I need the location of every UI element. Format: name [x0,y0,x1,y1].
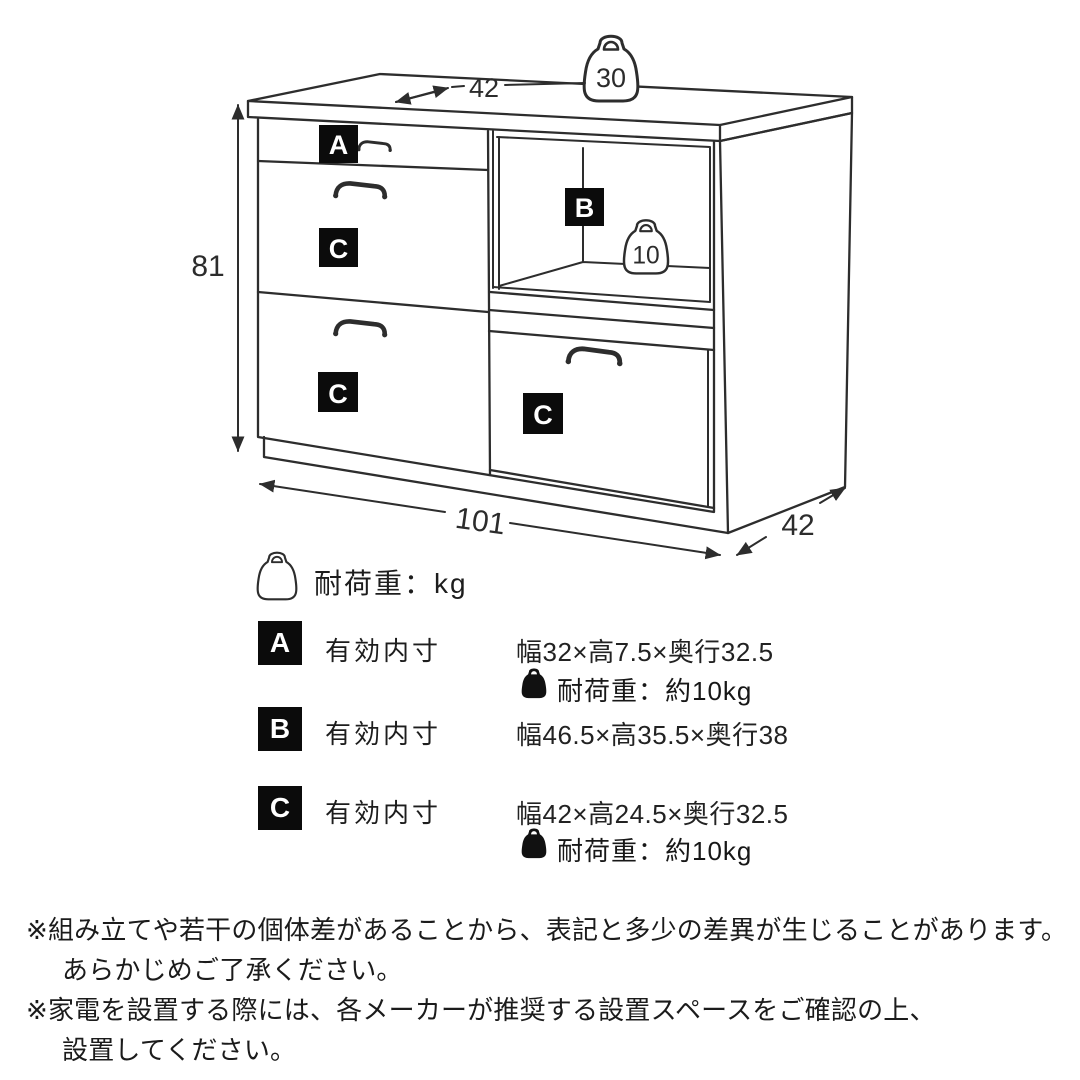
legend-size-b: 幅46.5×高35.5×奥行38 [516,720,789,750]
legend-size-c: 幅42×高24.5×奥行32.5 [516,799,789,829]
legend-load-c: 耐荷重：約10kg [557,836,753,866]
load-unit-icon [256,551,298,601]
side-depth-dimension: 42 [736,487,846,556]
badge-b-letter: B [575,193,595,223]
legend-load-a-icon [521,668,547,699]
side-depth-value: 42 [781,509,814,542]
legend-load-c-icon [521,828,547,859]
niche-compartment [487,130,716,510]
height-dimension: 81 [191,104,245,452]
legend-label-b: 有効内寸 [325,719,442,749]
width-value: 101 [453,502,507,542]
height-value: 81 [191,250,224,283]
load-unit-note: 耐荷重：kg [314,568,468,599]
legend-label-c: 有効内寸 [325,798,442,828]
badge-c3: C [523,393,563,434]
footnote-line-1: ※組み立てや若干の個体差があることから、表記と多少の差異が生じることがあります。 [26,915,1068,945]
badge-c3-letter: C [533,400,553,430]
badge-b: B [565,188,604,226]
badge-a-letter: A [329,130,349,160]
badge-c1-letter: C [329,234,349,264]
footnote-line-2: あらかじめご了承ください。 [62,955,403,985]
legend-badge-a: A [258,621,302,665]
top-depth-value: 42 [469,73,499,103]
top-depth-dimension: 42 [395,73,586,105]
badge-c2: C [318,372,358,412]
legend-badge-c: C [258,786,302,830]
legend-badge-b: B [258,707,302,751]
load-10-value: 10 [632,243,659,270]
footnote-line-3: ※家電を設置する際には、各メーカーが推奨する設置スペースをご確認の上、 [26,995,936,1025]
badge-a: A [319,125,358,163]
legend-label-a: 有効内寸 [325,636,442,666]
cabinet-outline [246,72,854,535]
handle-lower-left-icon [333,321,388,339]
badge-c1: C [319,228,358,267]
handle-a-icon [355,139,394,155]
legend-size-a: 幅32×高7.5×奥行32.5 [516,637,774,667]
footnote-line-4: 設置してください。 [62,1035,297,1065]
load-30-icon: 30 [582,34,640,103]
badge-c2-letter: C [328,379,348,409]
handle-upper-left-icon [333,183,388,201]
handle-right-icon [565,348,623,368]
load-30-value: 30 [596,63,626,93]
drawer-handles [333,139,623,368]
legend-load-a: 耐荷重：約10kg [557,676,753,706]
width-dimension: 101 [259,479,721,560]
load-10-icon: 10 [622,219,670,275]
